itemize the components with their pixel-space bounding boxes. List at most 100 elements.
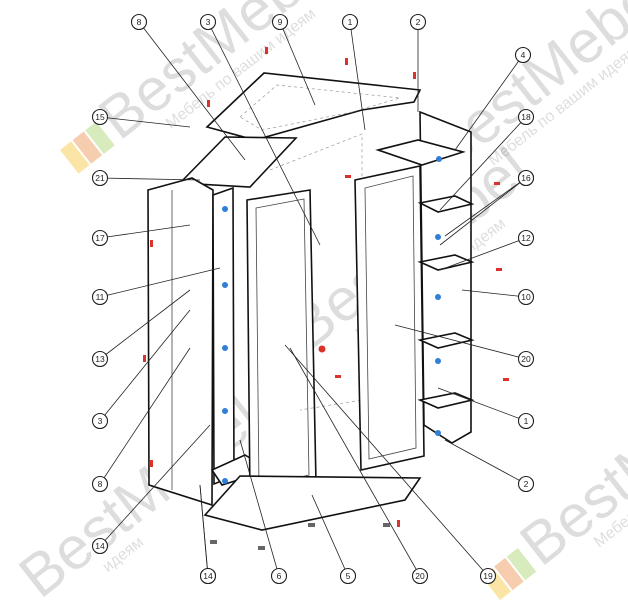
left-inner-panel <box>212 186 235 486</box>
callout-12: 12 <box>517 229 535 247</box>
callout-circle <box>271 13 289 31</box>
callout-16: 16 <box>517 169 535 187</box>
callout-leader-line <box>99 267 221 298</box>
callout-8: 8 <box>130 13 148 31</box>
callout-number: 6 <box>277 571 282 581</box>
callout-14: 14 <box>91 537 109 555</box>
callout-19: 19 <box>479 567 497 585</box>
callout-leader-line <box>454 54 524 151</box>
callout-leader-line <box>99 424 211 547</box>
right-shelf-4 <box>417 392 475 409</box>
callout-8: 8 <box>91 475 109 493</box>
callout-18: 18 <box>517 108 535 126</box>
callout-leader-line <box>99 224 191 239</box>
callout-number: 18 <box>521 112 531 122</box>
callout-leader-line <box>349 21 366 131</box>
callout-leader-line <box>439 177 527 246</box>
callout-leader-line <box>394 324 527 360</box>
callout-leader-line <box>138 21 246 161</box>
callout-number: 5 <box>346 571 351 581</box>
callout-9: 9 <box>271 13 289 31</box>
callout-number: 11 <box>96 292 105 302</box>
callout-21: 21 <box>91 169 109 187</box>
callout-3: 3 <box>199 13 217 31</box>
callout-circle <box>409 13 427 31</box>
callout-leader-line <box>439 116 527 211</box>
callout-leader-line <box>311 494 349 577</box>
callout-leader-line <box>279 21 316 106</box>
callout-number: 19 <box>483 571 493 581</box>
callout-circle <box>341 13 359 31</box>
callout-number: 1 <box>348 17 353 27</box>
callout-circle <box>130 13 148 31</box>
callout-10: 10 <box>517 288 535 306</box>
callout-circle <box>91 288 109 306</box>
left-top-shelf <box>178 136 298 188</box>
callout-5: 5 <box>339 567 357 585</box>
callout-leader-line <box>239 439 280 577</box>
callout-leader-line <box>99 347 191 485</box>
right-back-panel <box>419 110 472 444</box>
callout-leader-line <box>444 177 527 237</box>
callout-circle <box>91 229 109 247</box>
callout-leader-line <box>444 439 527 485</box>
callout-leader-line <box>99 289 191 360</box>
callout-leader-line <box>99 116 191 128</box>
bottom-plinth <box>203 475 422 531</box>
callout-leader-line <box>99 177 201 181</box>
callout-circle <box>517 169 535 187</box>
callout-circle <box>91 169 109 187</box>
callout-circle <box>339 567 357 585</box>
right-top-shelf <box>375 139 466 166</box>
back-panel-hidden <box>269 133 363 411</box>
callout-number: 2 <box>416 17 421 27</box>
callout-number: 21 <box>95 173 105 183</box>
callout-number: 16 <box>521 173 531 183</box>
callout-17: 17 <box>91 229 109 247</box>
callout-15: 15 <box>91 108 109 126</box>
callout-leader-line <box>199 484 209 577</box>
callout-number: 3 <box>98 416 103 426</box>
right-mirror-door <box>354 165 425 471</box>
callout-circle <box>517 475 535 493</box>
callout-circle <box>517 108 535 126</box>
callout-circle <box>91 350 109 368</box>
callout-circle <box>517 288 535 306</box>
callout-circle <box>517 229 535 247</box>
watermark-bottom-right: BestMebel Мебель по вашим идеям <box>481 351 628 600</box>
callout-number: 15 <box>95 112 105 122</box>
callout-14: 14 <box>199 567 217 585</box>
callout-1: 1 <box>517 412 535 430</box>
callout-leader-line <box>461 289 527 298</box>
callout-4: 4 <box>514 46 532 64</box>
top-panel-dash <box>239 84 401 131</box>
callout-leader-line <box>289 347 421 577</box>
mirror-door-inner <box>255 198 310 488</box>
callout-circle <box>199 567 217 585</box>
fasteners <box>143 47 509 550</box>
callout-20: 20 <box>517 350 535 368</box>
callout-number: 13 <box>95 354 105 364</box>
callout-3: 3 <box>91 412 109 430</box>
callout-leader-line <box>99 309 191 422</box>
right-shelf-3 <box>417 332 475 349</box>
callout-number: 20 <box>521 354 531 364</box>
callout-number: 17 <box>95 233 105 243</box>
wardrobe-drawing <box>143 47 509 550</box>
callout-leader-line <box>437 387 527 422</box>
callout-circle <box>199 13 217 31</box>
callout-circle <box>270 567 288 585</box>
callout-13: 13 <box>91 350 109 368</box>
right-mirror-door-inner <box>364 175 417 460</box>
callout-number: 12 <box>521 233 531 243</box>
callout-number: 1 <box>524 416 529 426</box>
callout-layer: 8391241521171113381418512102012186520191… <box>91 13 535 585</box>
callout-circle <box>517 350 535 368</box>
callout-leader-line <box>284 344 489 577</box>
callout-circle <box>411 567 429 585</box>
callout-leader-line <box>439 237 527 271</box>
callout-number: 8 <box>137 17 142 27</box>
callout-6: 6 <box>270 567 288 585</box>
callout-2: 2 <box>409 13 427 31</box>
